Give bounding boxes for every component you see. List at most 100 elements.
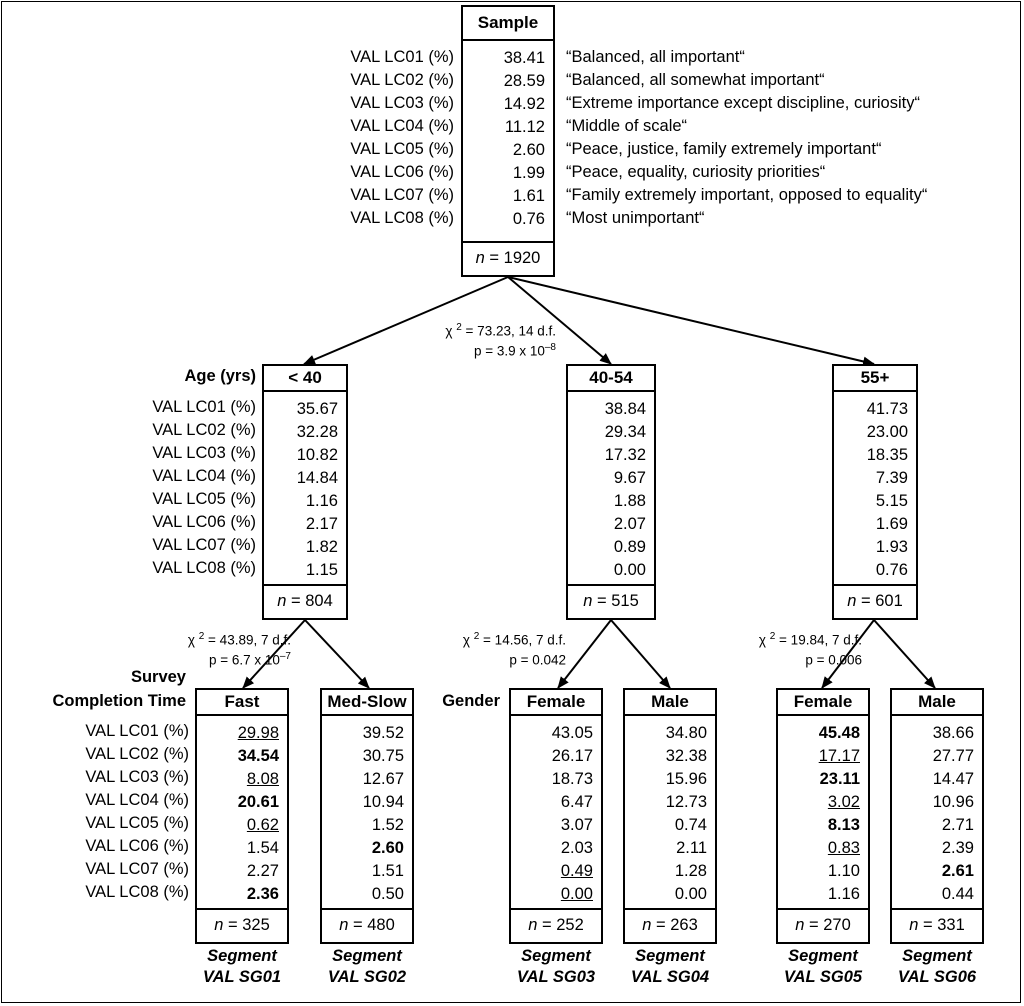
node-value: 12.67 [322, 768, 404, 791]
node-value: 1.88 [568, 490, 646, 513]
node-header: 40-54 [568, 366, 654, 392]
node-value: 1.54 [197, 837, 279, 860]
chi-symbol: χ [445, 323, 453, 339]
node-value: 3.02 [778, 791, 860, 814]
node-value-text: 0.74 [674, 816, 707, 834]
row-label: VAL LC04 (%) [85, 791, 189, 809]
node-value-text: 3.07 [560, 816, 593, 834]
node-n-count: n = 515 [568, 584, 654, 618]
segment-id: VAL SG01 [202, 968, 282, 986]
split-label-gender: Gender [442, 692, 500, 710]
node-value: 2.03 [511, 837, 593, 860]
node-n-count: n = 804 [264, 584, 346, 618]
test-chi-line: χ 2 = 19.84, 7 d.f. [759, 629, 862, 649]
node-value-text: 23.00 [866, 423, 908, 441]
segment-word: Segment [788, 947, 858, 965]
node-value-text: 18.73 [551, 770, 593, 788]
test-p-line: p = 0.042 [463, 649, 566, 669]
row-label: VAL LC01 (%) [350, 48, 454, 66]
class-description: “Extreme importance except discipline, c… [566, 94, 920, 112]
n-symbol: n [277, 592, 287, 610]
node-value-text: 34.54 [237, 747, 279, 765]
node-value: 32.38 [625, 745, 707, 768]
node-n-count: n = 263 [625, 908, 715, 942]
edge-age3-sg06 [873, 619, 936, 689]
node-value: 1.52 [322, 814, 404, 837]
node-value: 0.83 [778, 837, 860, 860]
segment-word: Segment [635, 947, 705, 965]
test-p-line: p = 6.7 x 10–7 [188, 649, 291, 669]
segment-word: Segment [521, 947, 591, 965]
n-value: 325 [242, 916, 270, 934]
node-header: Male [892, 690, 982, 716]
node-value-text: 0.89 [613, 538, 646, 556]
row-label: VAL LC08 (%) [152, 559, 256, 577]
node-value-text: 2.07 [613, 515, 646, 533]
node-n-count: n = 270 [778, 908, 868, 942]
node-value-text: 29.98 [237, 724, 279, 742]
node-value: 9.67 [568, 467, 646, 490]
n-symbol: n [642, 916, 652, 934]
node-value: 30.75 [322, 745, 404, 768]
segment-id: VAL SG06 [897, 968, 977, 986]
node-value: 2.60 [463, 139, 545, 162]
n-value: 480 [367, 916, 395, 934]
n-equals: = [804, 916, 824, 934]
node-value: 11.12 [463, 116, 545, 139]
test-p-line: p = 0.006 [759, 649, 862, 669]
chi-stat: = 19.84, 7 d.f. [775, 632, 862, 648]
segment-caption-sg02: Segment VAL SG02 [320, 946, 414, 988]
node-value-text: 38.84 [604, 400, 646, 418]
node-value: 29.34 [568, 421, 646, 444]
node-value-text: 1.16 [827, 885, 860, 903]
n-equals: = [484, 249, 504, 267]
p-value: p = 6.7 x 10 [208, 652, 280, 667]
class-description: “Peace, equality, curiosity priorities“ [566, 163, 826, 181]
n-value: 804 [305, 592, 333, 610]
node-value-text: 1.54 [246, 839, 279, 857]
node-value-text: 2.11 [676, 839, 707, 857]
test-root: χ 2 = 73.23, 14 d.f. p = 3.9 x 10–8 [445, 320, 556, 359]
test-age2: χ 2 = 14.56, 7 d.f. p = 0.042 [463, 629, 566, 668]
node-value-text: 32.28 [296, 423, 338, 441]
chi-sup: 2 [198, 631, 205, 642]
node-header: Female [511, 690, 601, 716]
chi-sup: 2 [456, 322, 462, 333]
node-value-text: 0.76 [512, 210, 545, 228]
segment-id: VAL SG03 [516, 968, 596, 986]
node-value: 0.49 [511, 860, 593, 883]
test-chi-line: χ 2 = 73.23, 14 d.f. [445, 320, 556, 340]
node-value: 34.54 [197, 745, 279, 768]
node-value: 1.93 [834, 536, 908, 559]
node-value: 2.61 [892, 860, 974, 883]
node-value-text: 2.36 [246, 885, 279, 903]
node-value: 29.98 [197, 722, 279, 745]
segment-caption-sg03: Segment VAL SG03 [509, 946, 603, 988]
edge-age3-sg05 [821, 619, 875, 689]
segment-caption-sg04: Segment VAL SG04 [623, 946, 717, 988]
edge-age2-sg03 [557, 619, 612, 689]
edge-age2-sg04 [610, 619, 671, 689]
node-value: 8.13 [778, 814, 860, 837]
test-chi-line: χ 2 = 43.89, 7 d.f. [188, 629, 291, 649]
node-value: 14.47 [892, 768, 974, 791]
node-value-text: 43.05 [551, 724, 593, 742]
node-value-text: 0.44 [941, 885, 974, 903]
chi-sup: 2 [473, 631, 480, 642]
node-value: 43.05 [511, 722, 593, 745]
node-value: 2.39 [892, 837, 974, 860]
node-value-text: 8.08 [246, 770, 279, 788]
row-label: VAL LC05 (%) [152, 490, 256, 508]
row-label: VAL LC02 (%) [350, 71, 454, 89]
node-value: 35.67 [264, 398, 338, 421]
n-value: 252 [556, 916, 584, 934]
p-value: p = 0.042 [509, 652, 566, 667]
edge-root-age2 [507, 276, 612, 365]
node-value: 0.74 [625, 814, 707, 837]
n-symbol: n [475, 249, 485, 267]
split-label-survey-line2: Completion Time [52, 692, 186, 710]
node-value: 15.96 [625, 768, 707, 791]
chi-symbol: χ [462, 632, 470, 648]
